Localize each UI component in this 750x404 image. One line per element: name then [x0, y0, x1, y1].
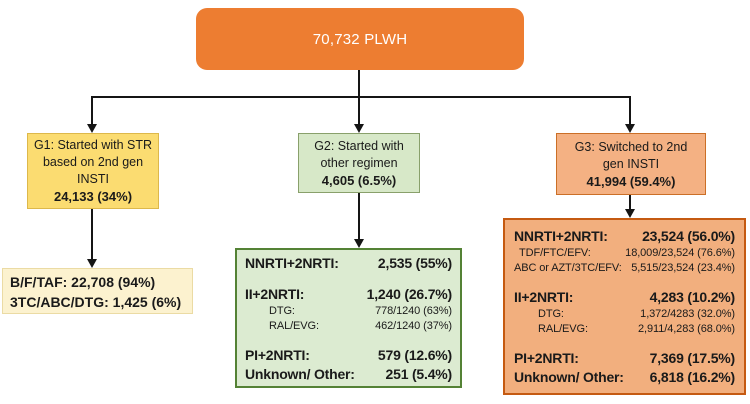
row-value: 579 (12.6%) [377, 347, 452, 363]
g2-row-ii: II+2NRTI: 1,240 (26.7%) [245, 285, 452, 304]
connector-to-g3 [629, 96, 631, 124]
g1-title-line1: G1: Started with STR [33, 138, 153, 152]
root-node-plwh: 70,732 PLWH [196, 8, 524, 70]
g3-row-nnrti: NNRTI+2NRTI: 23,524 (56.0%) [514, 227, 735, 246]
g1-detail-node: B/F/TAF: 22,708 (94%) 3TC/ABC/DTG: 1,425… [2, 268, 193, 314]
connector-g1-to-detail [91, 209, 93, 260]
root-node-label: 70,732 PLWH [312, 30, 408, 48]
row-value: 251 (5.4%) [385, 366, 453, 382]
g3-row-dtg: DTG: 1,372/4283 (32.0%) [514, 307, 735, 322]
g3-row-ii: II+2NRTI: 4,283 (10.2%) [514, 288, 735, 307]
spacer [245, 334, 452, 346]
connector-g2-to-detail [358, 193, 360, 239]
row-label: DTG: [538, 308, 564, 320]
row-value: 7,369 (17.5%) [649, 350, 736, 366]
spacer [514, 337, 735, 349]
g2-value: 4,605 (6.5%) [321, 172, 397, 188]
row-value: 778/1240 (63%) [375, 305, 452, 317]
arrowhead-g3-detail [625, 209, 635, 218]
row-label: II+2NRTI: [514, 289, 574, 305]
g3-row-tdf: TDF/FTC/EFV: 18,009/23,524 (76.6%) [514, 246, 735, 261]
g3-value: 41,994 (59.4%) [586, 173, 676, 189]
g2-row-pi: PI+2NRTI: 579 (12.6%) [245, 346, 452, 365]
row-label: Unknown/ Other: [245, 366, 355, 382]
row-value: 2,535 (55%) [377, 255, 452, 271]
g3-row-pi: PI+2NRTI: 7,369 (17.5%) [514, 349, 735, 368]
arrowhead-to-g3 [625, 124, 635, 133]
arrowhead-to-g1 [87, 124, 97, 133]
g2-row-dtg: DTG: 778/1240 (63%) [245, 304, 452, 319]
row-label: PI+2NRTI: [245, 347, 310, 363]
row-label: NNRTI+2NRTI: [514, 228, 608, 244]
row-value: 6,818 (16.2%) [649, 369, 736, 385]
g1-branch-node: G1: Started with STR based on 2nd gen IN… [27, 133, 159, 209]
g2-row-ral-evg: RAL/EVG: 462/1240 (37%) [245, 319, 452, 334]
g1-title-line2: based on 2nd gen [42, 155, 144, 169]
g1-title-line3: INSTI [77, 172, 109, 186]
g2-row-unknown: Unknown/ Other: 251 (5.4%) [245, 365, 452, 384]
row-value: 1,372/4283 (32.0%) [640, 308, 735, 320]
arrowhead-to-g2 [354, 124, 364, 133]
row-label: PI+2NRTI: [514, 350, 579, 366]
g2-branch-node: G2: Started with other regimen 4,605 (6.… [298, 133, 420, 193]
row-label: TDF/FTC/EFV: [519, 247, 591, 259]
g1-detail-line1: B/F/TAF: 22,708 (94%) [10, 274, 156, 290]
row-value: 23,524 (56.0%) [642, 228, 735, 244]
g2-title-line2: other regimen [320, 155, 398, 170]
connector-root-stem [358, 70, 360, 97]
g2-title-line1: G2: Started with [314, 138, 404, 153]
spacer [245, 273, 452, 285]
row-value: 1,240 (26.7%) [366, 286, 453, 302]
row-value: 462/1240 (37%) [375, 320, 452, 332]
row-label: RAL/EVG: [538, 323, 588, 335]
row-label: DTG: [269, 305, 295, 317]
connector-to-g2 [358, 96, 360, 124]
row-value: 18,009/23,524 (76.6%) [625, 247, 735, 259]
row-label: Unknown/ Other: [514, 369, 624, 385]
g3-branch-node: G3: Switched to 2nd gen INSTI 41,994 (59… [556, 133, 706, 195]
arrowhead-g2-detail [354, 239, 364, 248]
connector-g3-to-detail [629, 195, 631, 209]
row-label: NNRTI+2NRTI: [245, 255, 339, 271]
row-label: RAL/EVG: [269, 320, 319, 332]
row-value: 2,911/4,283 (68.0%) [638, 323, 735, 335]
g3-title-line2: gen INSTI [602, 156, 660, 171]
row-label: II+2NRTI: [245, 286, 305, 302]
row-label: ABC or AZT/3TC/EFV: [514, 262, 622, 274]
connector-to-g1 [91, 96, 93, 124]
g3-title-line1: G3: Switched to 2nd [574, 139, 688, 154]
g3-detail-panel: NNRTI+2NRTI: 23,524 (56.0%) TDF/FTC/EFV:… [503, 218, 746, 395]
row-value: 5,515/23,524 (23.4%) [631, 262, 735, 274]
g3-row-unknown: Unknown/ Other: 6,818 (16.2%) [514, 368, 735, 387]
spacer [514, 276, 735, 288]
connector-horizontal-bar [91, 96, 631, 98]
g3-row-abc-azt: ABC or AZT/3TC/EFV: 5,515/23,524 (23.4%) [514, 261, 735, 276]
g1-value: 24,133 (34%) [53, 189, 133, 204]
row-value: 4,283 (10.2%) [649, 289, 736, 305]
g3-row-ral-evg: RAL/EVG: 2,911/4,283 (68.0%) [514, 322, 735, 337]
arrowhead-g1-detail [87, 259, 97, 268]
g1-detail-line2: 3TC/ABC/DTG: 1,425 (6%) [10, 294, 182, 310]
g2-detail-panel: NNRTI+2NRTI: 2,535 (55%) II+2NRTI: 1,240… [235, 248, 462, 388]
g2-row-nnrti: NNRTI+2NRTI: 2,535 (55%) [245, 254, 452, 273]
